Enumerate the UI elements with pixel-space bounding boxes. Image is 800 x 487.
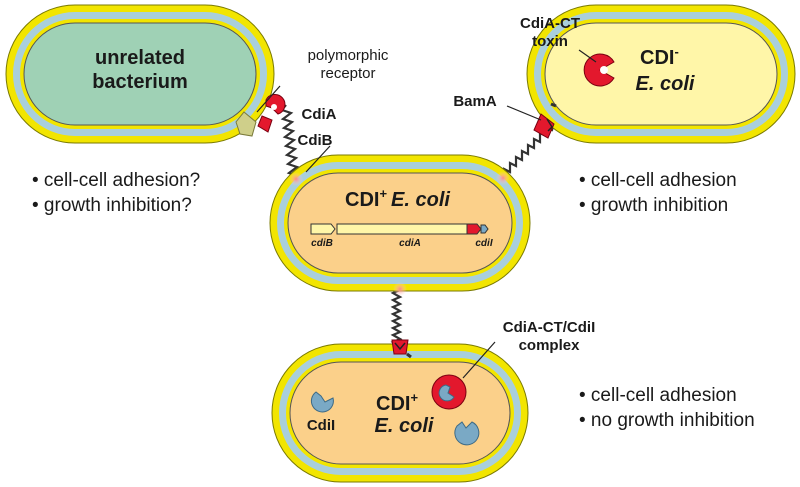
right-outcome-1: • cell-cell adhesion xyxy=(579,170,737,191)
svg-text:CDI+: CDI+ xyxy=(376,390,418,415)
cdib-label: CdiB xyxy=(298,132,333,149)
complex-label-line1: CdiA-CT/CdiI xyxy=(503,319,595,336)
bottom-cdi-label: CDI xyxy=(376,393,410,415)
svg-text:CDI-: CDI- xyxy=(640,44,679,69)
gene-cdib-label: cdiB xyxy=(311,238,333,249)
gene-cdia-label: cdiA xyxy=(399,238,421,249)
center-cdi-label: CDI xyxy=(345,189,379,211)
left-outcome-1: • cell-cell adhesion? xyxy=(32,170,200,191)
svg-text:CDI+E. coli: CDI+ E. coli xyxy=(345,186,450,211)
right-outcomes: • cell-cell adhesion • growth inhibition xyxy=(579,170,737,216)
unrelated-label-line1: unrelated xyxy=(95,47,185,69)
cdia-tip-left-icon xyxy=(257,93,286,133)
bottom-cdi-superscript: + xyxy=(410,390,418,405)
cdia-ct-label: CdiA-CT xyxy=(520,15,580,32)
receptor-label: receptor xyxy=(320,65,375,82)
cdi-negative-cell: CDI- E. coli xyxy=(526,4,796,144)
gene-cdii-label: cdiI xyxy=(475,238,492,249)
unrelated-bacterium-cell: unrelated bacterium xyxy=(5,4,275,144)
cdi-positive-bottom-cell: CDI+ E. coli CdiI xyxy=(271,339,529,483)
gene-cluster xyxy=(310,223,489,235)
toxin-label: toxin xyxy=(532,33,568,50)
cdia-label: CdiA xyxy=(302,106,337,123)
right-outcome-2: • growth inhibition xyxy=(579,195,728,216)
center-species: E. coli xyxy=(391,189,450,211)
complex-label-line2: complex xyxy=(519,337,581,354)
bottom-outcome-1: • cell-cell adhesion xyxy=(579,385,737,406)
leader-lines xyxy=(256,49,597,379)
cdii-immunity-icon-1 xyxy=(310,391,334,413)
cdii-immunity-icon-2 xyxy=(454,421,480,446)
cdi-negative-superscript: - xyxy=(674,44,678,59)
center-cdi-superscript: + xyxy=(379,186,387,201)
cdia-tip-bottom-icon xyxy=(391,339,412,359)
polymorphic-label: polymorphic xyxy=(308,47,389,64)
bottom-species: E. coli xyxy=(375,415,434,437)
cdia-ct-cdii-complex-icon xyxy=(431,374,467,410)
polymorphic-receptor-icon xyxy=(235,111,257,137)
cdii-label: CdiI xyxy=(307,417,335,434)
bama-label: BamA xyxy=(453,93,497,110)
left-outcomes: • cell-cell adhesion? • growth inhibitio… xyxy=(32,170,200,216)
cdia-filament-left xyxy=(280,104,300,178)
bama-receptor-icon xyxy=(533,102,557,139)
cdi-negative-label: CDI xyxy=(640,47,674,69)
left-outcome-2: • growth inhibition? xyxy=(32,195,192,216)
cdi-positive-center-cell: CDI+ E. coli cdiB cdiA cdiI xyxy=(269,154,531,296)
cdia-filament-bottom xyxy=(390,288,403,347)
unrelated-label-line2: bacterium xyxy=(92,71,188,93)
cdia-ct-toxin-icon xyxy=(583,53,615,87)
bottom-outcome-2: • no growth inhibition xyxy=(579,410,755,431)
bottom-outcomes: • cell-cell adhesion • no growth inhibit… xyxy=(579,385,755,431)
cdi-negative-species: E. coli xyxy=(636,73,695,95)
